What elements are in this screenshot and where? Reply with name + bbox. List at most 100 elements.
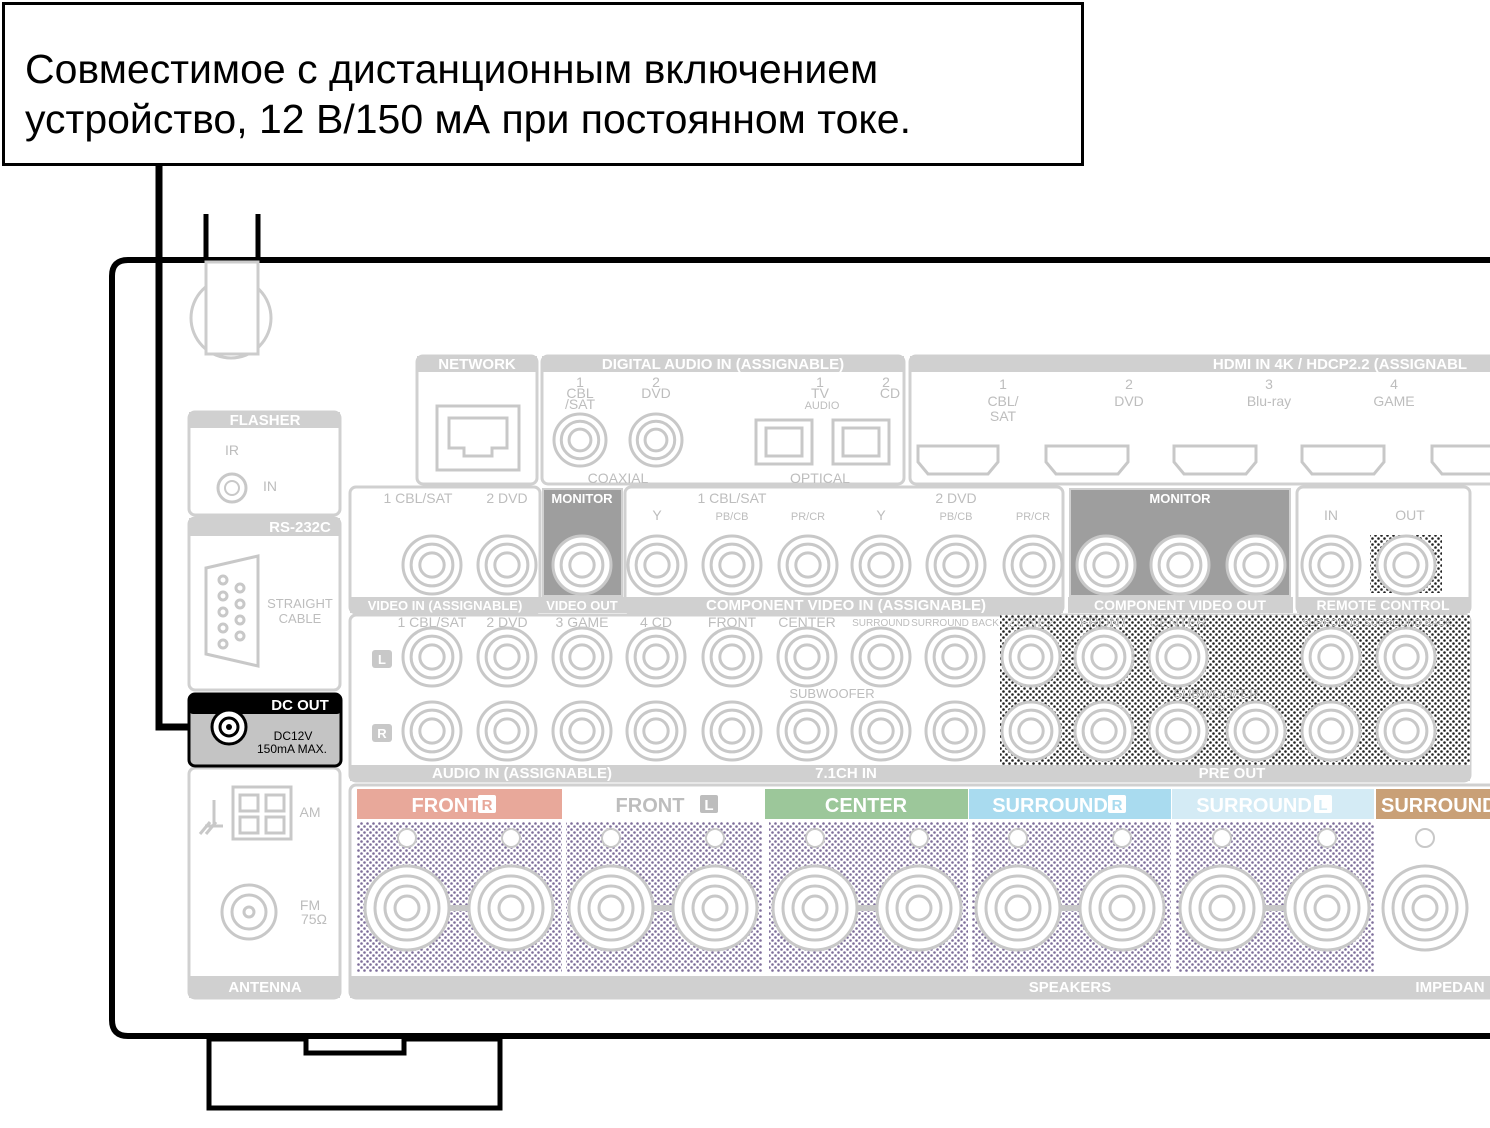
71ch-in-label: 7.1CH IN — [815, 765, 877, 782]
hdmi-2: 2 — [1125, 376, 1133, 392]
video-dvd-label: 2 DVD — [486, 490, 527, 506]
hdmi-4: 4 — [1390, 376, 1398, 392]
speaker-surround-back-header — [1376, 789, 1490, 819]
rca-jack-icon — [701, 700, 763, 762]
rca-jack-icon — [1075, 534, 1137, 596]
speaker-front-r-header — [357, 789, 562, 819]
callout-box: Совместимое с дистанционным включением у… — [2, 2, 1084, 166]
comp-y-1: Y — [652, 507, 662, 523]
hdmi-3: 3 — [1265, 376, 1273, 392]
binding-post-icon — [1381, 828, 1469, 952]
dig-dvd: DVD — [641, 385, 671, 401]
rca-jack-icon — [1225, 700, 1287, 762]
chassis-foot — [206, 1036, 503, 1111]
rca-jack-icon — [551, 626, 613, 688]
rca-jack-icon — [1147, 626, 1209, 688]
rca-jack-icon — [1000, 700, 1062, 762]
rca-jack-icon — [1073, 700, 1135, 762]
hdmi-1: 1 — [999, 376, 1007, 392]
optical-ports — [754, 418, 891, 466]
component-out-label: COMPONENT VIDEO OUT — [1094, 597, 1266, 613]
rca-jack-icon — [1073, 626, 1135, 688]
rca-jack-icon — [1300, 626, 1362, 688]
audio-cbl-label: 1 CBL/SAT — [398, 614, 467, 630]
dig-sat: /SAT — [565, 396, 596, 412]
speaker-center-label: CENTER — [825, 795, 908, 817]
dc-out-label: DC OUT — [271, 697, 329, 714]
comp-pr-1: PR/CR — [791, 511, 825, 523]
in-label: IN — [263, 478, 277, 494]
rca-jack-icon — [776, 626, 838, 688]
surround-l-badge: L — [1318, 797, 1327, 814]
speaker-center-header — [765, 789, 968, 819]
fm-label: FM — [300, 897, 320, 913]
speaker-surround-r-label: SURROUND — [992, 795, 1108, 817]
rca-jack-icon — [552, 412, 608, 468]
ch-sub-label: SUBWOOFER — [789, 686, 874, 701]
binding-post-icon — [875, 828, 963, 952]
monitor-label-2: MONITOR — [1149, 491, 1211, 506]
ch-front-label: FRONT — [708, 614, 757, 630]
chassis-outline — [109, 257, 1490, 1039]
speaker-surround-back-label: SURROUND — [1381, 795, 1490, 817]
surround-r-badge: R — [1112, 797, 1123, 814]
rca-jack-icon — [1375, 534, 1437, 596]
ma-label: 150mA MAX. — [257, 742, 327, 756]
pre-sback-label: SURROUND BACK — [1364, 618, 1452, 629]
rca-jack-icon — [628, 412, 684, 468]
ohm-label: 75Ω — [301, 911, 327, 927]
optical-label: OPTICAL — [790, 470, 850, 486]
pre-out-label: PRE OUT — [1199, 765, 1266, 782]
rca-jack-icon — [1225, 534, 1287, 596]
rca-jack-icon — [1300, 534, 1362, 596]
speaker-terminals — [363, 828, 1469, 952]
rca-jack-icon — [476, 534, 538, 596]
dig-2b: 2 — [882, 374, 890, 390]
audio-game-label: 3 GAME — [556, 614, 609, 630]
rca-jack-icon — [476, 626, 538, 688]
rca-jack-icon — [1002, 534, 1064, 596]
comp-pb-1: PB/CB — [715, 511, 748, 523]
dig-1: 1 — [576, 374, 584, 390]
comp-cbl-label: 1 CBL/SAT — [698, 490, 767, 506]
rca-jack-icon — [850, 534, 912, 596]
flasher-label: FLASHER — [230, 412, 301, 429]
rca-jack-icon — [776, 700, 838, 762]
power-inlet — [189, 260, 273, 360]
ch-center-label: CENTER — [778, 614, 836, 630]
dig-tv: TV — [811, 385, 830, 401]
speakers-label: SPEAKERS — [1029, 979, 1112, 996]
straight-label: STRAIGHT — [267, 596, 333, 611]
digital-audio-label: DIGITAL AUDIO IN (ASSIGNABLE) — [602, 356, 844, 373]
rca-jacks — [401, 412, 1437, 762]
hdmi-ports — [916, 444, 1490, 476]
rca-jack-icon — [551, 534, 613, 596]
front-l-badge: L — [704, 797, 713, 814]
zone2-label: ZONE2 — [1008, 614, 1055, 630]
speaker-front-l-label: FRONT — [616, 795, 685, 817]
antenna-label: ANTENNA — [228, 979, 301, 996]
rca-jack-icon — [850, 700, 912, 762]
rca-jack-icon — [701, 534, 763, 596]
audio-r-badge: R — [377, 726, 387, 741]
rca-jack-icon — [1375, 626, 1437, 688]
remote-control-label: REMOTE CONTROL — [1317, 597, 1450, 613]
pre-sub-label: SUBWOOFER — [1173, 686, 1258, 701]
ch-surround-label: SURROUND — [852, 618, 910, 629]
binding-post-icon — [467, 828, 555, 952]
dc-out-block: DC OUT DC12V 150mA MAX. — [187, 692, 343, 768]
audio-cd-label: 4 CD — [640, 614, 672, 630]
leader-line — [155, 166, 216, 731]
rca-jack-icon — [1300, 700, 1362, 762]
dc12v-label: DC12V — [274, 729, 313, 743]
video-in-label: VIDEO IN (ASSIGNABLE) — [368, 598, 523, 613]
network-label: NETWORK — [438, 356, 516, 373]
component-in-label: COMPONENT VIDEO IN (ASSIGNABLE) — [706, 597, 986, 614]
audio-l-badge: L — [378, 652, 386, 667]
remote-in-label: IN — [1324, 507, 1338, 523]
front-r-badge: R — [482, 797, 493, 814]
rca-jack-icon — [1375, 700, 1437, 762]
pre-front-label: FRONT — [1080, 614, 1129, 630]
remote-out-label: OUT — [1395, 507, 1425, 523]
